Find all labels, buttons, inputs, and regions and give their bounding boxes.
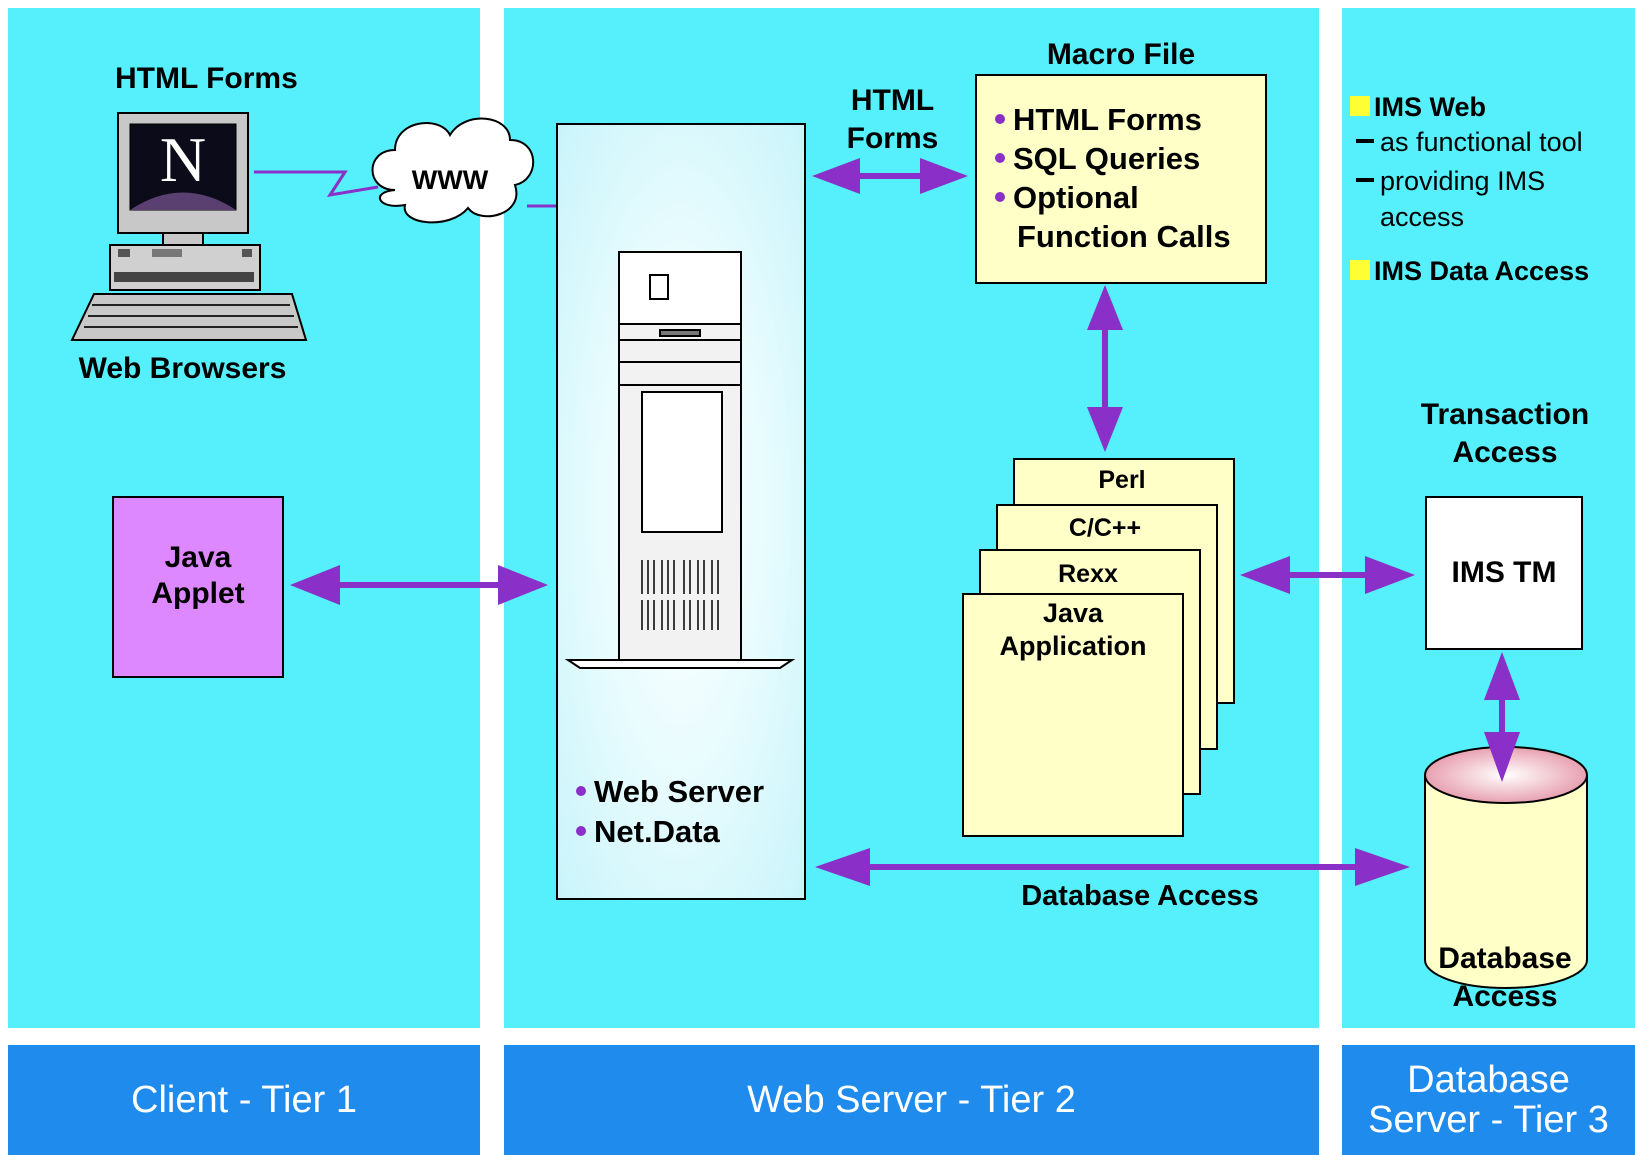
client-tier-footer: Client - Tier 1	[8, 1045, 480, 1155]
ims-web-heading: IMS Web	[1350, 90, 1486, 124]
transaction-access-label: Transaction Access	[1390, 396, 1620, 472]
yellow-square-icon	[1350, 259, 1370, 280]
java-application-line2: Application	[999, 631, 1147, 661]
ims-data-access-heading: IMS Data Access	[1350, 254, 1589, 288]
dash-icon	[1356, 138, 1374, 143]
rexx-label: Rexx	[1058, 560, 1118, 588]
browser-logo: N	[159, 124, 207, 195]
transaction-access-line1: Transaction	[1420, 398, 1590, 431]
html-forms-arrow-line2: Forms	[846, 122, 939, 155]
cpp-label: C/C++	[1068, 514, 1142, 542]
bullet-icon	[995, 113, 1005, 124]
macro-item-optional: Optional	[995, 178, 1139, 217]
bullet-icon	[576, 785, 586, 796]
macro-item-html-forms: HTML Forms	[995, 100, 1202, 139]
database-access-label: Database Access	[1390, 940, 1620, 1016]
server-item-net-data: Net.Data	[576, 812, 720, 851]
html-forms-arrow-line1: HTML	[850, 84, 935, 117]
java-application-label: Java Application	[962, 597, 1184, 663]
database-access-arrow-label: Database Access	[1021, 880, 1259, 912]
bullet-icon	[576, 825, 586, 836]
java-application-line1: Java	[1042, 598, 1104, 628]
database-access-line1: Database	[1438, 942, 1572, 975]
ims-web-point-2: providing IMS	[1356, 164, 1545, 198]
macro-file-title: Macro File	[1046, 38, 1196, 71]
macro-item-function-calls: Function Calls	[1017, 219, 1231, 254]
ims-web-point-3: access	[1380, 202, 1465, 232]
www-label: WWW	[411, 165, 489, 195]
yellow-square-icon	[1350, 95, 1370, 116]
database-tier-title-line2: Server - Tier 3	[1368, 1099, 1609, 1141]
java-applet-line1: Java	[164, 541, 232, 574]
bullet-icon	[995, 152, 1005, 163]
browser-computer-icon	[70, 112, 308, 341]
database-tier-title-line1: Database	[1407, 1059, 1570, 1101]
java-applet-label: Java Applet	[112, 540, 284, 612]
transaction-access-line2: Access	[1452, 436, 1558, 469]
dash-icon	[1356, 177, 1374, 182]
web-server-tier-footer: Web Server - Tier 2	[504, 1045, 1319, 1155]
html-forms-arrow-label: HTML Forms	[820, 82, 965, 158]
ims-web-point-1: as functional tool	[1356, 125, 1583, 159]
server-item-web-server: Web Server	[576, 772, 764, 811]
macro-file-box	[975, 74, 1267, 284]
java-applet-line2: Applet	[151, 577, 245, 610]
www-cloud	[371, 117, 535, 224]
bullet-icon	[995, 191, 1005, 202]
java-application-page	[962, 593, 1184, 837]
ims-tm-label: IMS TM	[1451, 556, 1557, 589]
html-forms-title: HTML Forms	[115, 62, 298, 95]
server-tower-icon	[564, 251, 796, 669]
macro-item-sql-queries: SQL Queries	[995, 139, 1200, 178]
client-tier-title: Client - Tier 1	[131, 1079, 357, 1121]
ims-tm-box	[1425, 496, 1583, 650]
arrows	[290, 158, 1520, 886]
web-server-tier-title: Web Server - Tier 2	[747, 1079, 1076, 1121]
web-browsers-label: Web Browsers	[78, 352, 287, 385]
java-applet-box	[112, 496, 284, 678]
database-cylinder-icon	[1424, 746, 1588, 989]
database-tier-footer: Database Server - Tier 3	[1342, 1045, 1635, 1155]
perl-label: Perl	[1098, 466, 1146, 494]
database-access-line2: Access	[1452, 980, 1558, 1013]
network-link	[254, 170, 556, 208]
